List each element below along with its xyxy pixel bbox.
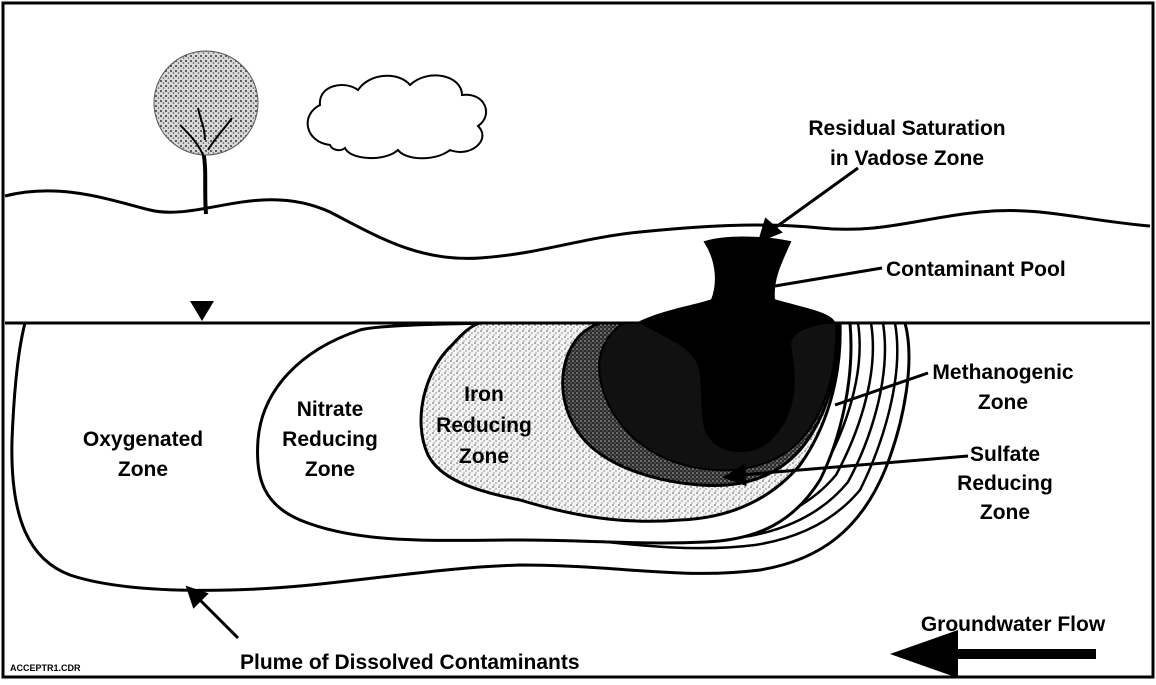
- label-oxygenated-2: Zone: [118, 458, 168, 481]
- label-nitrate-2: Reducing: [282, 428, 378, 451]
- label-iron-2: Reducing: [436, 414, 532, 437]
- label-residual-1: Residual Saturation: [808, 117, 1005, 140]
- label-residual-2: in Vadose Zone: [830, 147, 984, 170]
- label-contaminant-pool: Contaminant Pool: [886, 258, 1066, 281]
- label-iron-3: Zone: [459, 445, 509, 468]
- label-oxygenated-1: Oxygenated: [83, 428, 203, 451]
- label-nitrate-1: Nitrate: [297, 398, 364, 421]
- label-nitrate-3: Zone: [305, 458, 355, 481]
- label-iron-1: Iron: [464, 383, 504, 406]
- label-groundwater-flow: Groundwater Flow: [921, 613, 1106, 636]
- label-sulfate-3: Zone: [980, 501, 1030, 524]
- label-methanogenic-2: Zone: [978, 391, 1028, 414]
- label-plume: Plume of Dissolved Contaminants: [240, 651, 580, 674]
- label-sulfate-2: Reducing: [957, 472, 1053, 495]
- label-sulfate-1: Sulfate: [970, 443, 1040, 466]
- label-methanogenic-1: Methanogenic: [932, 361, 1073, 384]
- file-code: ACCEPTR1.CDR: [10, 663, 81, 673]
- cloud-icon: [308, 75, 486, 158]
